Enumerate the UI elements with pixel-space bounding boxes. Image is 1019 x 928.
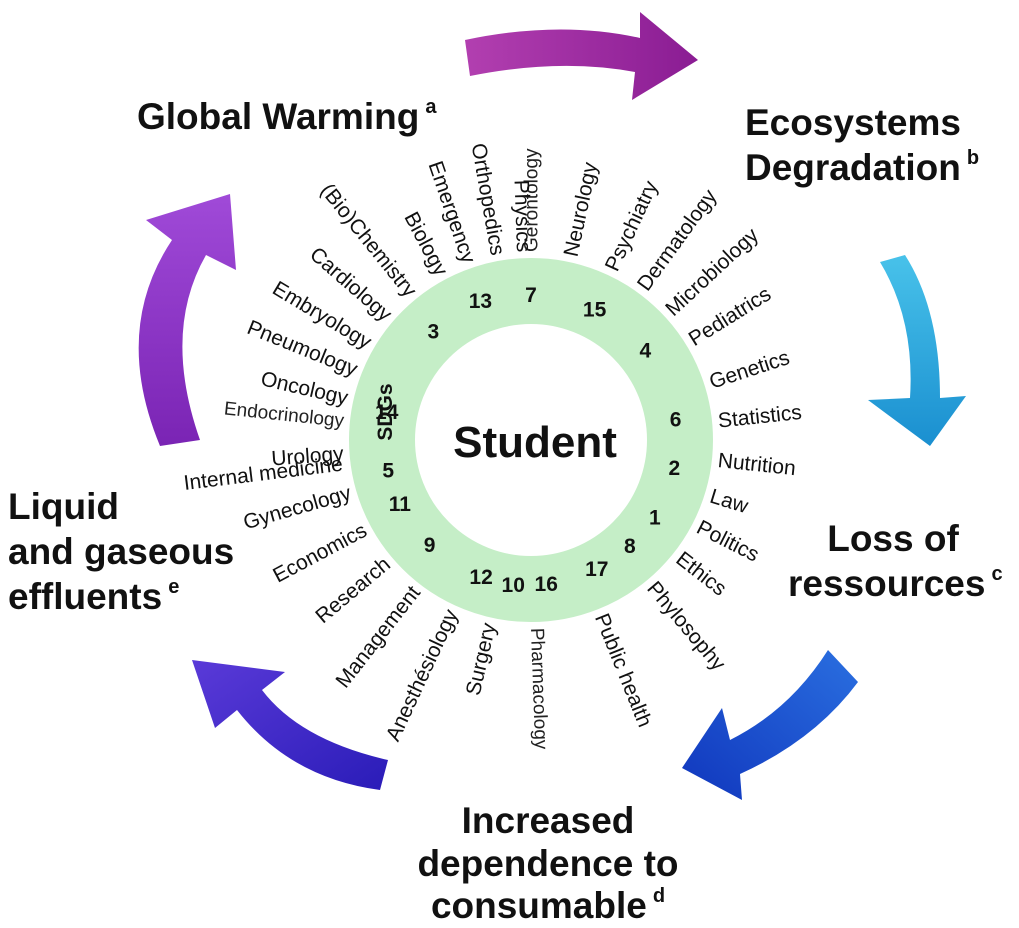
sdg-number-9: 9: [424, 534, 436, 557]
arrow-top: [465, 12, 698, 100]
sdg-number-2: 2: [668, 457, 680, 480]
ecosystems-note: b: [966, 147, 980, 170]
discipline-nutrition: Nutrition: [717, 449, 797, 480]
discipline-gynecology: Gynecology: [241, 481, 354, 534]
sdg-number-11: 11: [389, 493, 412, 516]
sdg-number-4: 4: [639, 340, 651, 363]
discipline-public-health: Public health: [590, 610, 656, 730]
loss-line2: ressources: [788, 563, 986, 605]
arrow-bottom-right: [682, 650, 858, 800]
discipline-statistics: Statistics: [717, 401, 803, 433]
ecosystems-line1: Ecosystems: [745, 102, 961, 143]
discipline-gerontology: Gerontology: [522, 148, 543, 252]
center-title: Student: [453, 418, 617, 467]
sdg-ring: [349, 258, 713, 622]
effluents-note: e: [168, 576, 180, 599]
arrow-left: [138, 194, 236, 446]
sdg-number-15: 15: [583, 299, 607, 322]
discipline-ethics: Ethics: [671, 547, 730, 600]
dependence-line1: Increased: [461, 800, 635, 841]
sdg-number-7: 7: [525, 284, 537, 307]
discipline-physics: Physics: [510, 179, 536, 252]
sdg-number-5: 5: [382, 459, 394, 482]
sdg-number-6: 6: [670, 409, 682, 432]
effluents-line3: effluents: [8, 576, 163, 618]
sdg-number-8: 8: [624, 535, 636, 558]
global-warming-note: a: [425, 96, 437, 118]
sdg-number-14: 14: [375, 401, 399, 424]
loss-line1: Loss of: [827, 518, 959, 559]
discipline-law: Law: [707, 485, 751, 519]
effluents-line1: Liquid: [8, 486, 119, 527]
ecosystems-line2: Degradation: [745, 147, 961, 189]
sdgs-label: SDGs: [374, 383, 397, 440]
discipline-pharmacology: Pharmacology: [526, 628, 551, 751]
sdg-number-16: 16: [535, 573, 558, 596]
discipline-urology: Urology: [271, 442, 345, 470]
sdg-number-13: 13: [469, 290, 492, 313]
dependence-line3: consumable: [430, 885, 647, 927]
sdg-number-1: 1: [649, 506, 661, 529]
dependence-line2: dependence to: [417, 842, 679, 884]
discipline-politics: Politics: [693, 516, 763, 567]
dependence-note: d: [652, 885, 666, 908]
arrow-right: [868, 255, 966, 446]
discipline-neurology: Neurology: [560, 160, 603, 259]
loss-note: c: [991, 563, 1003, 586]
sdg-number-17: 17: [585, 558, 608, 581]
discipline-genetics: Genetics: [707, 346, 793, 393]
effluents-line2: and gaseous: [8, 531, 235, 573]
discipline-surgery: Surgery: [462, 620, 501, 697]
sdg-number-3: 3: [427, 321, 439, 344]
sdg-number-12: 12: [469, 566, 492, 589]
arrow-bottom-left: [192, 660, 388, 790]
sdg-number-10: 10: [502, 574, 525, 597]
global-warming-text: Global Warming: [137, 96, 420, 137]
